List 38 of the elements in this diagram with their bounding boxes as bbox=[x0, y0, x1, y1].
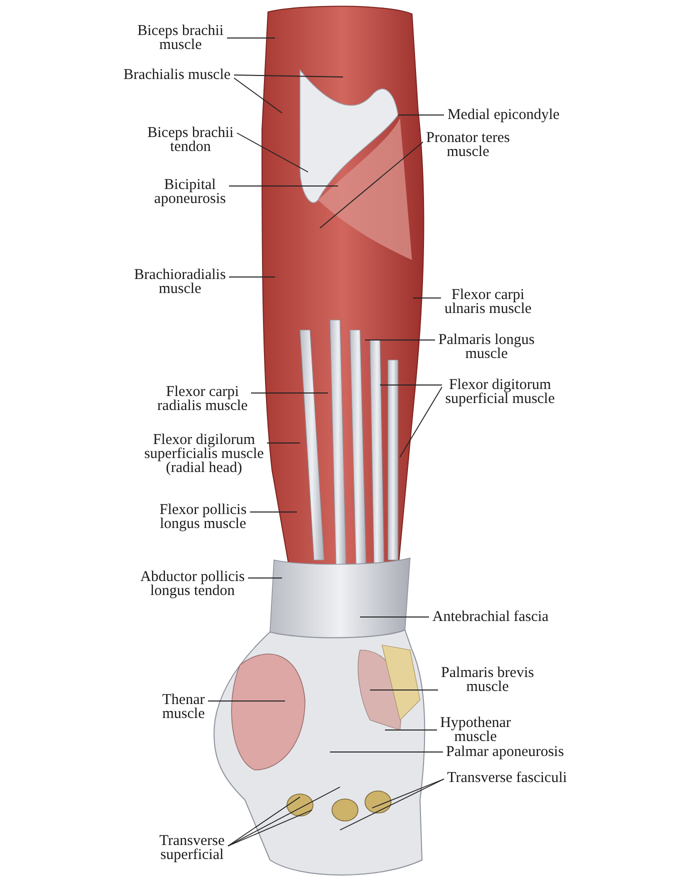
leader-line bbox=[228, 786, 340, 846]
leader-line bbox=[400, 386, 442, 458]
leader-line bbox=[234, 78, 282, 114]
leader-line bbox=[228, 810, 312, 846]
leader-line bbox=[236, 132, 308, 172]
part-label: Brachioradialis muscle bbox=[133, 268, 227, 296]
leader-line bbox=[320, 142, 424, 228]
part-label: Flexor digitorum superficial muscle bbox=[444, 378, 556, 406]
part-label: Palmaris longus muscle bbox=[437, 333, 536, 361]
part-label: Flexor pollicis longus muscle bbox=[158, 503, 248, 531]
leader-line bbox=[340, 778, 444, 830]
part-label: Antebrachial fascia bbox=[431, 610, 550, 624]
part-label: Transverse fasciculi bbox=[446, 771, 568, 785]
leader-line bbox=[398, 114, 444, 116]
part-label: Bicipital aponeurosis bbox=[153, 178, 227, 206]
part-label: Medial epicondyle bbox=[446, 108, 561, 122]
leader-line bbox=[228, 276, 276, 278]
leader-line bbox=[266, 442, 300, 444]
part-label: Flexor digilorum superficialis muscle (radial head) bbox=[143, 433, 265, 475]
part-label: Transverse superficial bbox=[158, 834, 226, 862]
part-label: Hypothenar muscle bbox=[439, 716, 512, 744]
part-label: Palmar aponeurosis bbox=[445, 745, 565, 759]
leader-line bbox=[234, 74, 344, 78]
part-label: Flexor carpi ulnaris muscle bbox=[443, 288, 533, 316]
leader-line bbox=[250, 392, 328, 394]
part-label: Flexor carpi radialis muscle bbox=[156, 385, 249, 413]
part-label: Pronator teres muscle bbox=[425, 131, 511, 159]
leader-line bbox=[360, 616, 430, 618]
leader-line bbox=[228, 796, 300, 846]
part-label: Abductor pollicis longus tendon bbox=[139, 570, 246, 598]
part-label: Biceps brachii muscle bbox=[136, 24, 225, 52]
part-label: Brachialis muscle bbox=[122, 68, 232, 82]
part-label: Palmaris brevis muscle bbox=[440, 666, 535, 694]
leader-line bbox=[372, 778, 444, 808]
part-label: Thenar muscle bbox=[161, 693, 206, 721]
part-label: Biceps brachii tendon bbox=[146, 126, 235, 154]
leader-line bbox=[380, 384, 442, 386]
leader-line bbox=[208, 700, 286, 702]
